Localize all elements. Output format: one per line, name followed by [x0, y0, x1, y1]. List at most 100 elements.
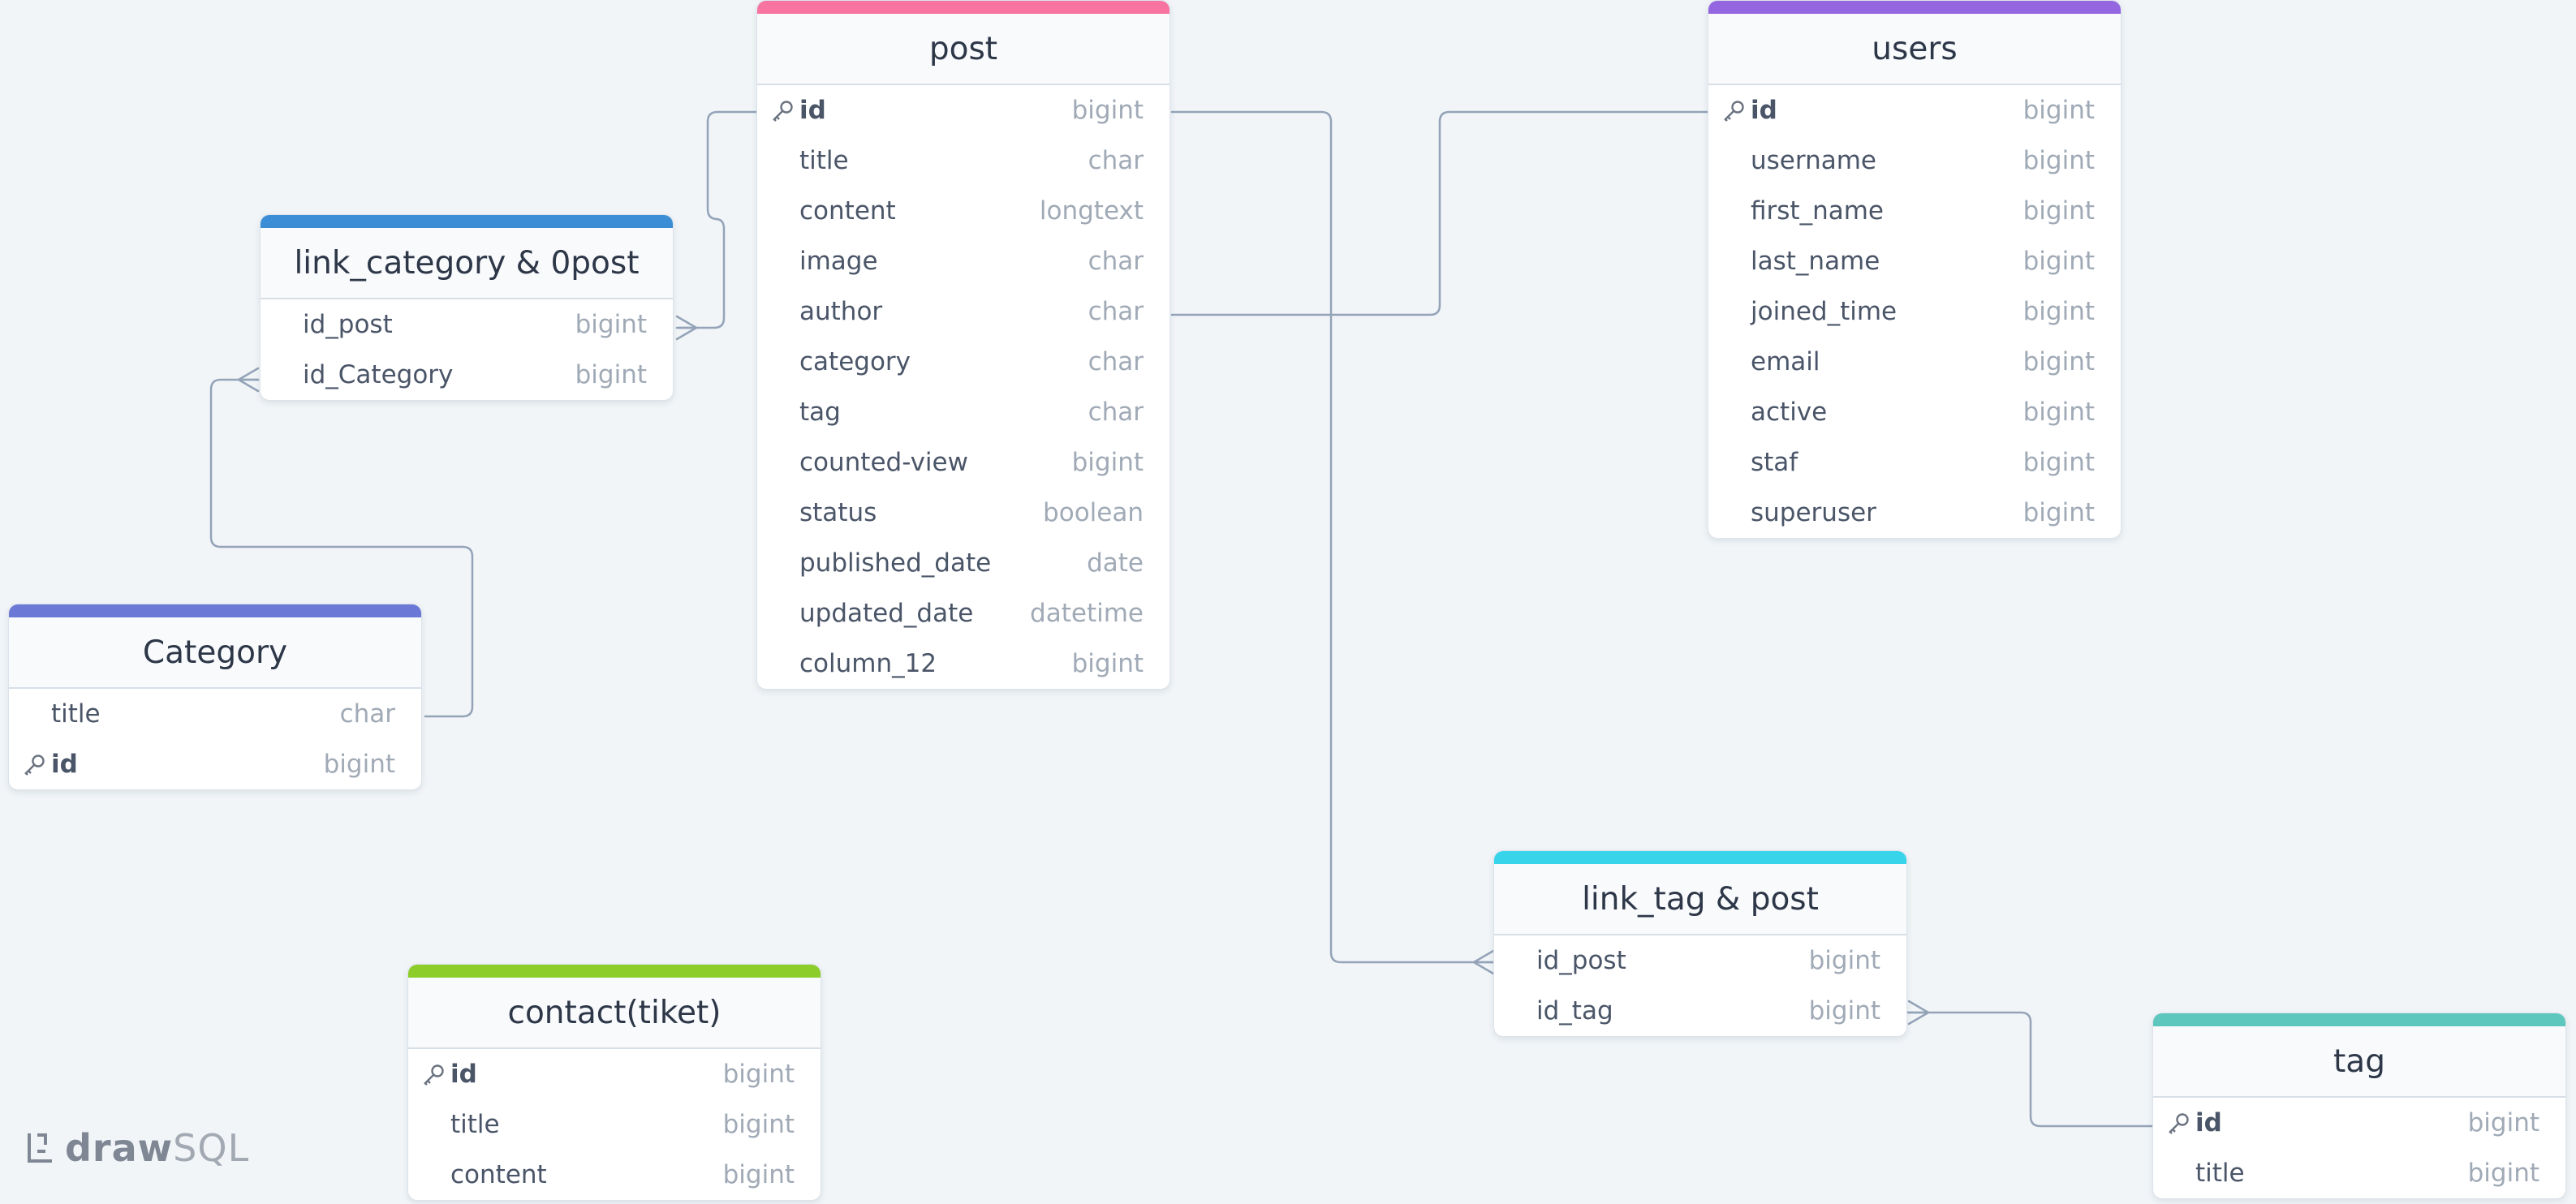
column-row[interactable]: content bigint: [408, 1150, 821, 1200]
table-title[interactable]: users: [1708, 14, 2121, 85]
column-name: id_tag: [1536, 996, 1613, 1026]
drawsql-logo[interactable]: draw SQL: [24, 1126, 249, 1170]
column-row[interactable]: id bigint: [9, 739, 421, 789]
column-name: content: [450, 1160, 547, 1189]
table-title[interactable]: Category: [9, 617, 421, 689]
column-type: bigint: [2022, 347, 2095, 376]
crowfoot-link-category-id-post: [675, 315, 698, 341]
column-type: bigint: [323, 750, 395, 779]
column-row[interactable]: updated_date datetime: [757, 588, 1170, 639]
table-accent-bar: [261, 215, 673, 228]
table-accent-bar: [757, 1, 1170, 14]
column-name: updated_date: [799, 599, 974, 628]
column-name: active: [1751, 398, 1828, 427]
column-name: id: [450, 1060, 477, 1089]
column-type: bigint: [2467, 1159, 2539, 1188]
connector-post-users: [1170, 110, 1709, 316]
table-title[interactable]: tag: [2153, 1026, 2565, 1098]
connector-post-link-tag: [1170, 110, 1495, 964]
column-name: id: [799, 96, 826, 125]
primary-key-icon: [424, 1064, 444, 1086]
connector-post-link-category: [677, 110, 758, 329]
crowfoot-link-tag-id-tag: [1907, 1000, 1930, 1026]
column-name: published_date: [799, 548, 992, 578]
column-type: char: [1088, 347, 1144, 376]
column-type: bigint: [722, 1160, 795, 1189]
column-name: id_post: [1536, 946, 1626, 975]
primary-key-icon: [24, 755, 45, 776]
column-type: bigint: [2022, 96, 2095, 125]
table-title[interactable]: link_tag & post: [1494, 864, 1906, 935]
column-row[interactable]: id_post bigint: [261, 299, 673, 350]
primary-key-icon: [1724, 101, 1744, 122]
table-accent-bar: [1494, 851, 1906, 864]
column-name: id: [51, 750, 78, 779]
column-type: longtext: [1039, 196, 1144, 226]
column-row[interactable]: id_Category bigint: [261, 350, 673, 400]
column-type: bigint: [575, 310, 647, 339]
column-name: id_Category: [303, 360, 454, 389]
column-name: id: [1751, 96, 1777, 125]
table-accent-bar: [9, 604, 421, 617]
column-type: bigint: [1808, 946, 1880, 975]
column-name: id_post: [303, 310, 393, 339]
column-type: datetime: [1030, 599, 1144, 628]
column-name: staf: [1751, 448, 1798, 477]
column-name: id: [2195, 1108, 2222, 1137]
column-type: char: [339, 699, 395, 729]
table-title[interactable]: contact(tiket): [408, 978, 821, 1049]
column-type: char: [1088, 247, 1144, 276]
crowfoot-link-category-id-category: [237, 367, 260, 393]
column-name: title: [51, 699, 101, 729]
primary-key-icon: [773, 101, 793, 122]
connector-link-tag-tag: [1906, 1011, 2154, 1128]
column-name: status: [799, 498, 877, 527]
table-title[interactable]: post: [757, 14, 1170, 85]
column-type: bigint: [1071, 649, 1144, 678]
table-title[interactable]: link_category & 0post: [261, 228, 673, 299]
logo-text-sql: SQL: [173, 1126, 250, 1170]
column-row[interactable]: content longtext: [757, 186, 1170, 236]
column-type: bigint: [2022, 448, 2095, 477]
column-row[interactable]: staf bigint: [1708, 437, 2121, 488]
column-name: superuser: [1751, 498, 1876, 527]
column-row[interactable]: title char: [9, 689, 421, 739]
column-type: bigint: [575, 360, 647, 389]
column-row[interactable]: id_post bigint: [1494, 935, 1906, 986]
column-name: title: [450, 1110, 500, 1139]
table-category[interactable]: Category title char id bigint: [8, 604, 422, 790]
column-name: content: [799, 196, 896, 226]
column-type: char: [1088, 146, 1144, 175]
column-row[interactable]: id bigint: [1708, 85, 2121, 135]
column-type: bigint: [1071, 448, 1144, 477]
